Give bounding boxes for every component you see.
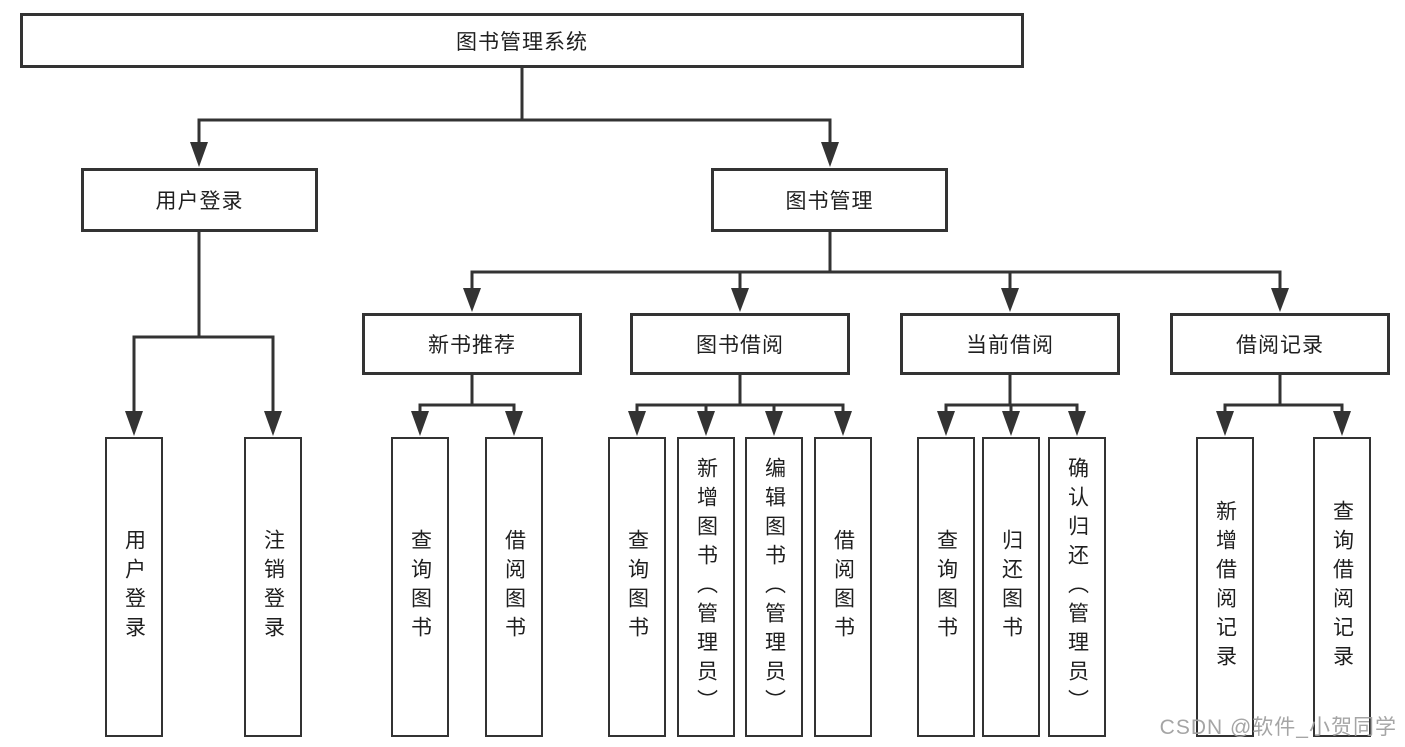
node-user-login: 用户登录 [81, 168, 318, 232]
node-label: 借阅记录 [1236, 334, 1324, 357]
leaf-query-borrow-record: 查询借阅记录 [1313, 437, 1371, 737]
node-label: 图书管理 [785, 190, 874, 213]
node-label: 用户登录 [155, 190, 244, 213]
leaf-label: 编辑图书（管理员） [762, 456, 786, 718]
leaf-label: 借阅图书 [831, 529, 855, 645]
node-label: 图书借阅 [696, 334, 784, 357]
node-borrowing-records: 借阅记录 [1170, 313, 1390, 375]
leaf-label: 查询图书 [934, 529, 958, 645]
leaf-label: 查询借阅记录 [1330, 500, 1354, 674]
leaf-borrow-books-recommend: 借阅图书 [485, 437, 543, 737]
node-label: 新书推荐 [428, 334, 516, 357]
leaf-borrow-books: 借阅图书 [814, 437, 872, 737]
node-new-book-recommendation: 新书推荐 [362, 313, 582, 375]
leaf-label: 查询图书 [625, 529, 649, 645]
leaf-edit-books-admin: 编辑图书（管理员） [745, 437, 803, 737]
leaf-confirm-return-admin: 确认归还（管理员） [1048, 437, 1106, 737]
leaf-label: 确认归还（管理员） [1065, 456, 1089, 718]
leaf-label: 新增借阅记录 [1213, 500, 1237, 674]
leaf-label: 查询图书 [408, 529, 432, 645]
leaf-return-books: 归还图书 [982, 437, 1040, 737]
node-current-borrowing: 当前借阅 [900, 313, 1120, 375]
node-book-management: 图书管理 [711, 168, 948, 232]
leaf-query-books-borrow: 查询图书 [608, 437, 666, 737]
leaf-query-books-current: 查询图书 [917, 437, 975, 737]
leaf-add-books-admin: 新增图书（管理员） [677, 437, 735, 737]
leaf-add-borrow-record: 新增借阅记录 [1196, 437, 1254, 737]
node-label: 图书管理系统 [456, 30, 588, 54]
csdn-watermark: CSDN @软件_小贺同学 [1159, 716, 1397, 739]
leaf-label: 注销登录 [261, 529, 285, 645]
leaf-query-books-recommend: 查询图书 [391, 437, 449, 737]
leaf-label: 借阅图书 [502, 529, 526, 645]
leaf-user-login: 用户登录 [105, 437, 163, 737]
node-book-borrowing: 图书借阅 [630, 313, 850, 375]
leaf-logout: 注销登录 [244, 437, 302, 737]
leaf-label: 用户登录 [122, 529, 146, 645]
node-library-management-system: 图书管理系统 [20, 13, 1024, 68]
node-label: 当前借阅 [966, 334, 1054, 357]
leaf-label: 新增图书（管理员） [694, 456, 718, 718]
leaf-label: 归还图书 [999, 529, 1023, 645]
